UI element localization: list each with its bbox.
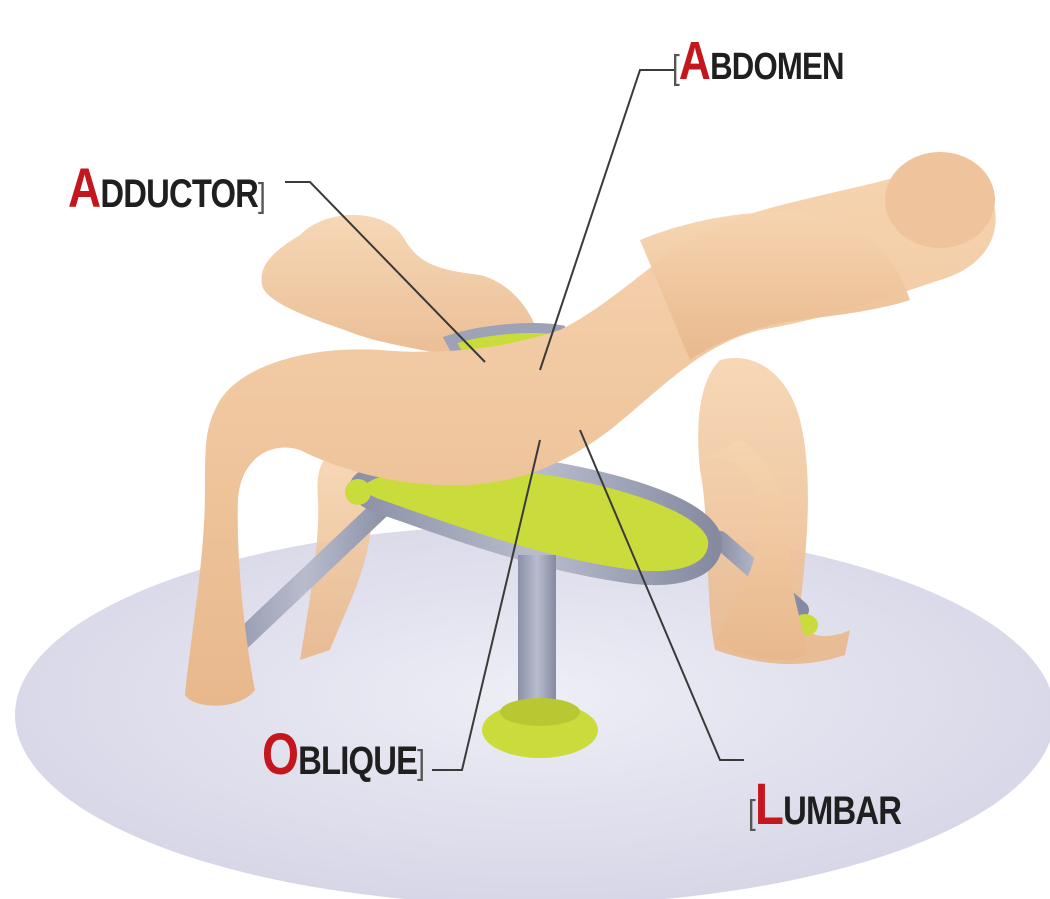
head-front <box>885 152 995 248</box>
label-bracket: ] <box>258 177 265 215</box>
label-adductor: ADDUCTOR] <box>68 160 265 216</box>
bench-pole <box>518 555 556 720</box>
label-bracket: ] <box>417 744 424 782</box>
label-oblique: OBLIQUE] <box>262 726 424 784</box>
label-abdomen: [ABDOMEN <box>672 34 844 88</box>
label-lumbar: [LUMBAR <box>748 776 901 834</box>
